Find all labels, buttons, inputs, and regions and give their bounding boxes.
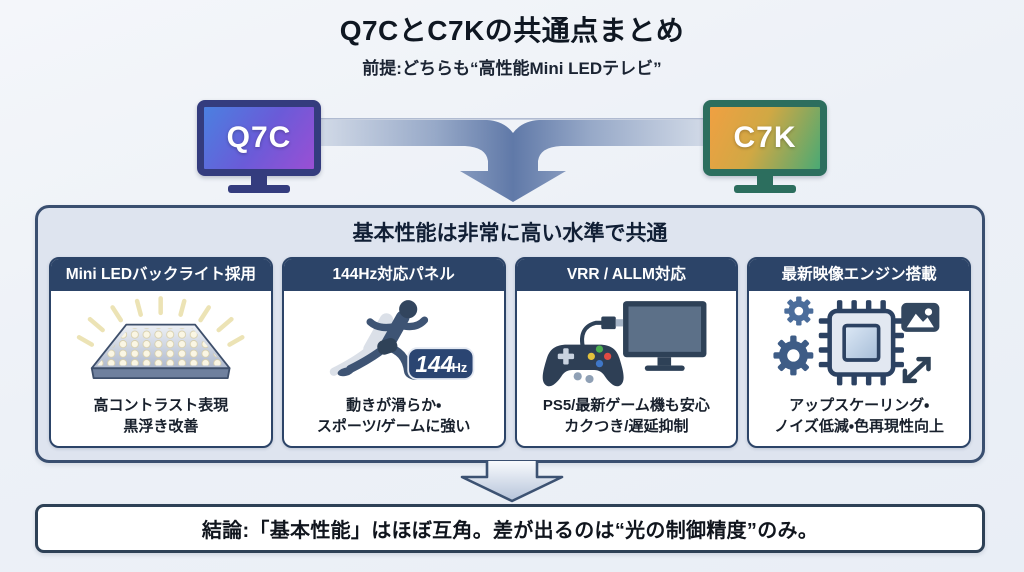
card-caption: PS5/最新ゲーム機も安心 カクつき/遅延抑制 bbox=[517, 395, 737, 446]
feature-card-row: Mini LEDバックライト採用 bbox=[49, 257, 971, 448]
card-header: Mini LEDバックライト採用 bbox=[51, 259, 271, 292]
tv-stand-neck bbox=[757, 176, 773, 185]
gear-large-icon bbox=[773, 335, 814, 376]
tv-icon-q7c: Q7C bbox=[197, 100, 321, 193]
caption-line: アップスケーリング・ bbox=[789, 397, 930, 414]
feature-card-144hz: 144Hz対応パネル bbox=[281, 257, 506, 448]
conclusion-text: 結論:「基本性能」はほぼ互角。差が出るのは“光の制御精度”のみ。 bbox=[201, 520, 819, 542]
caption-line: 黒浮き改善 bbox=[123, 418, 199, 435]
arrow-top-edge-line bbox=[318, 118, 708, 120]
feature-card-vrr-allm: VRR / ALLM対応 bbox=[514, 257, 739, 448]
gamepad-tv-hdmi-icon bbox=[517, 291, 737, 395]
tv-stand-base bbox=[228, 185, 290, 193]
merge-arrow-shape bbox=[318, 120, 708, 202]
tv-screen-c7k: C7K bbox=[703, 100, 827, 176]
page-title: Q7CとC7Kの共通点まとめ bbox=[339, 15, 685, 46]
feature-card-engine: 最新映像エンジン搭載 bbox=[747, 257, 971, 448]
card-caption: 高コントラスト表現 黒浮き改善 bbox=[51, 395, 271, 446]
page-subtitle: 前提:どちらも“高性能Mini LEDテレビ” bbox=[362, 59, 662, 78]
tv-screen-q7c: Q7C bbox=[197, 100, 321, 176]
caption-line: 高コントラスト表現 bbox=[93, 397, 229, 414]
tv-label-q7c: Q7C bbox=[226, 121, 292, 154]
caption-line: PS5/最新ゲーム機も安心 bbox=[542, 397, 710, 414]
feature-card-mini-led: Mini LEDバックライト採用 bbox=[49, 257, 273, 448]
caption-line: スポーツ/ゲームに強い bbox=[316, 418, 471, 435]
expand-arrows-icon bbox=[903, 357, 932, 384]
tv-stand-neck bbox=[251, 176, 267, 185]
tv-icon-c7k: C7K bbox=[703, 100, 827, 193]
panel-title: 基本性能は非常に高い水準で共通 bbox=[352, 222, 668, 245]
chip-gears-icon bbox=[749, 291, 969, 395]
sprinter-icon: 144 Hz bbox=[284, 291, 504, 395]
down-arrow-icon bbox=[460, 461, 564, 503]
caption-line: カクつき/遅延抑制 bbox=[564, 418, 689, 435]
tv-label-c7k: C7K bbox=[733, 121, 797, 154]
image-icon bbox=[901, 303, 940, 333]
badge-144: 144 bbox=[415, 351, 453, 377]
card-header: 144Hz対応パネル bbox=[283, 259, 504, 292]
gear-small-icon bbox=[784, 296, 814, 326]
badge-hz: Hz bbox=[452, 361, 468, 375]
card-caption: 動きが滑らか・ スポーツ/ゲームに強い bbox=[284, 395, 504, 446]
card-caption: アップスケーリング・ ノイズ低減・色再現性向上 bbox=[749, 395, 969, 446]
mini-led-backlight-icon bbox=[51, 291, 271, 395]
common-features-panel: 基本性能は非常に高い水準で共通 Mini LEDバックライト採用 bbox=[35, 205, 985, 463]
card-header: 最新映像エンジン搭載 bbox=[749, 259, 969, 292]
processor-chip-icon bbox=[819, 300, 905, 386]
caption-line: 動きが滑らか・ bbox=[346, 397, 442, 414]
conclusion-bar: 結論:「基本性能」はほぼ互角。差が出るのは“光の制御精度”のみ。 bbox=[35, 504, 985, 553]
tv-stand-base bbox=[734, 185, 796, 193]
card-header: VRR / ALLM対応 bbox=[516, 259, 737, 292]
caption-line: ノイズ低減・色再現性向上 bbox=[774, 418, 944, 435]
